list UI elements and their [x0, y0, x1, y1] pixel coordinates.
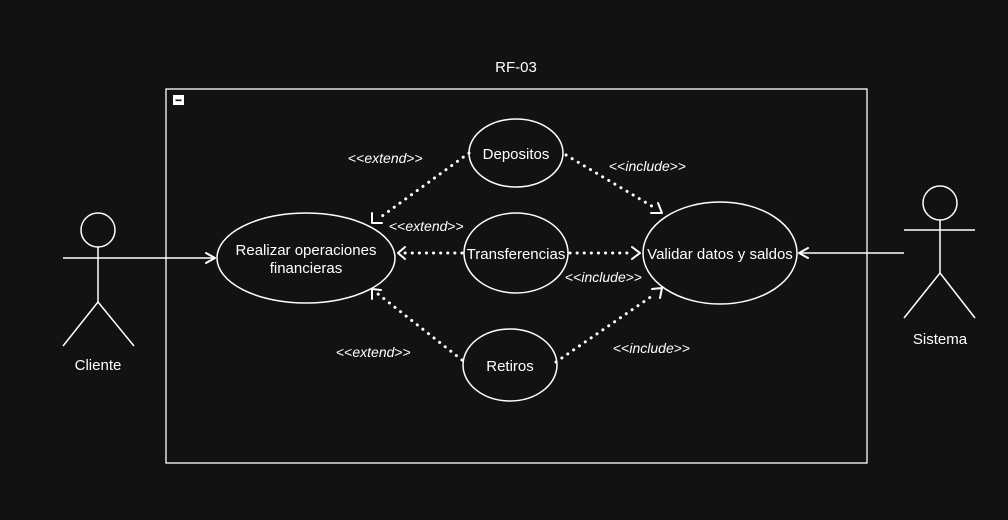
actor-cliente[interactable] — [62, 212, 135, 347]
stereotype-extend-depositos: <<extend>> — [348, 150, 423, 166]
stereotype-include-retiros: <<include>> — [613, 340, 690, 356]
system-boundary — [165, 88, 868, 464]
use-case-transferencias[interactable]: Transferencias — [463, 212, 569, 294]
extend-retiros-realizar — [371, 288, 464, 362]
diagram-title: RF-03 — [495, 59, 537, 76]
include-transferencias-validar — [568, 246, 641, 260]
use-case-depositos-label: Depositos — [483, 146, 550, 163]
include-depositos-validar — [564, 153, 663, 214]
extend-depositos-realizar — [371, 151, 471, 224]
actor-sistema[interactable] — [903, 185, 976, 319]
use-case-retiros[interactable]: Retiros — [462, 328, 558, 402]
collapse-toggle-icon[interactable] — [173, 95, 184, 105]
use-case-transferencias-label: Transferencias — [467, 246, 566, 263]
association-cliente-realizar — [134, 252, 216, 264]
stereotype-include-depositos: <<include>> — [609, 158, 686, 174]
use-case-validar-label: Validar datos y saldos — [647, 246, 793, 263]
use-case-realizar-line1: Realizar operaciones — [236, 242, 377, 259]
extend-transferencias-realizar — [397, 246, 464, 260]
actor-sistema-label: Sistema — [913, 331, 968, 348]
use-case-realizar-line2: financieras — [270, 260, 343, 277]
association-sistema-validar — [798, 247, 904, 259]
stereotype-extend-retiros: <<extend>> — [336, 344, 411, 360]
actor-cliente-label: Cliente — [75, 357, 122, 374]
use-case-realizar-operaciones[interactable]: Realizar operaciones financieras — [216, 212, 396, 304]
stereotype-extend-transferencias: <<extend>> — [389, 218, 464, 234]
use-case-validar-datos[interactable]: Validar datos y saldos — [642, 201, 798, 305]
use-case-depositos[interactable]: Depositos — [468, 118, 564, 188]
include-retiros-validar — [554, 287, 663, 364]
stereotype-include-transferencias: <<include>> — [565, 269, 642, 285]
use-case-retiros-label: Retiros — [486, 358, 534, 375]
